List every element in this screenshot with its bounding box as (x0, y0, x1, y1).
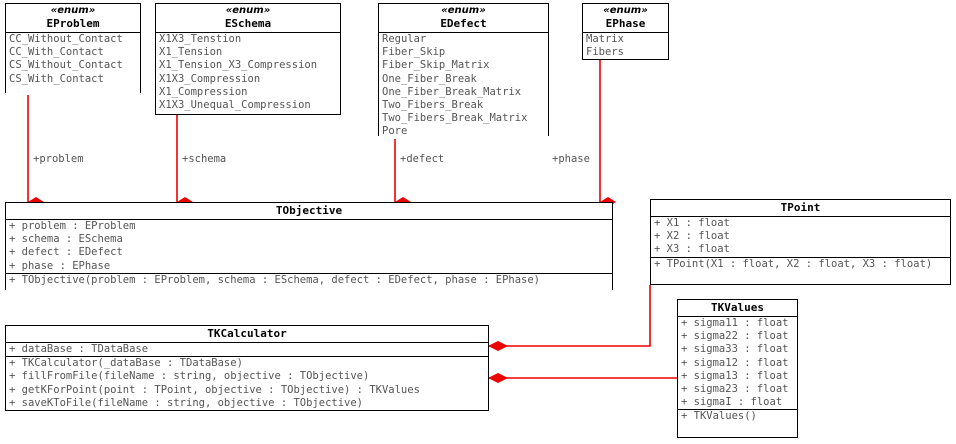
attributes-tkvalues: + sigma11 : float + sigma22 : float + si… (678, 317, 797, 410)
enum-value: Two_Fibers_Break_Matrix (382, 112, 528, 125)
enum-value: One_Fiber_Break (382, 72, 477, 85)
attributes-tpoint: + X1 : float + X2 : float + X3 : float (651, 217, 950, 257)
class-name: EPhase (605, 17, 646, 30)
operation-row: + TObjective(problem : EProblem, schema … (9, 273, 541, 286)
attributes-tkcalculator: + dataBase : TDataBase (6, 343, 488, 357)
class-header-edefect: «enum» EDefect (379, 4, 548, 33)
enum-value: Pore (382, 125, 408, 138)
association-label-phase: +phase (552, 153, 590, 165)
attribute-row: + dataBase : TDataBase (9, 343, 149, 355)
enum-value: CC_Without_Contact (9, 33, 123, 45)
enum-values-eproblem: CC_Without_Contact CC_With_Contact CS_Wi… (6, 33, 140, 95)
class-name: ESchema (224, 17, 272, 30)
class-box-eproblem[interactable]: «enum» EProblem CC_Without_Contact CC_Wi… (5, 3, 141, 95)
class-box-edefect[interactable]: «enum» EDefect Regular Fiber_Skip Fiber_… (378, 3, 549, 139)
class-header-tobjective: TObjective (6, 203, 612, 220)
class-name: EProblem (46, 17, 100, 30)
class-header-tkvalues: TKValues (678, 300, 797, 317)
attribute-row: + sigma11 : float (681, 317, 789, 329)
enum-value: CC_With_Contact (9, 46, 104, 59)
class-header-tpoint: TPoint (651, 200, 950, 217)
operation-row: + fillFromFile(fileName : string, object… (9, 370, 370, 383)
spacer (6, 287, 612, 296)
enum-value: X1_Compression (159, 85, 248, 98)
class-name: EDefect (440, 17, 487, 30)
stereotype-label: «enum» (441, 5, 486, 16)
stereotype-label: «enum» (50, 5, 96, 16)
class-name: TObjective (275, 204, 343, 217)
enum-value: X1X3_Compression (159, 72, 261, 85)
enum-value: X1_Tension_X3_Compression (159, 59, 318, 72)
operations-tpoint: + TPoint(X1 : float, X2 : float, X3 : fl… (651, 256, 950, 280)
enum-value: Two_Fibers_Break (382, 98, 484, 111)
enum-value: Matrix (586, 33, 624, 45)
operations-tkcalculator: + TKCalculator(_dataBase : TDataBase) + … (6, 356, 488, 410)
class-header-eschema: «enum» ESchema (156, 4, 340, 33)
enum-value: Fiber_Skip (382, 46, 446, 59)
spacer (678, 424, 797, 433)
operations-tobjective: + TObjective(problem : EProblem, schema … (6, 272, 612, 296)
enum-values-eschema: X1X3_Tenstion X1_Tension X1_Tension_X3_C… (156, 33, 340, 113)
operation-row: + saveKToFile(fileName : string, objecti… (9, 396, 364, 409)
operation-row: + TKValues() (681, 410, 757, 423)
enum-value: X1_Tension (159, 46, 223, 59)
spacer (651, 271, 950, 280)
class-box-ephase[interactable]: «enum» EPhase Matrix Fibers (582, 3, 669, 60)
association-label-defect: +defect (400, 153, 445, 165)
enum-value: One_Fiber_Break_Matrix (382, 85, 522, 98)
attribute-row: + problem : EProblem (9, 220, 136, 232)
class-box-tpoint[interactable]: TPoint + X1 : float + X2 : float + X3 : … (650, 199, 951, 285)
attribute-row: + sigma33 : float (681, 343, 789, 356)
enum-value: Regular (382, 33, 427, 45)
attribute-row: + phase : EPhase (9, 259, 111, 272)
stereotype-label: «enum» (603, 5, 648, 16)
association-point (488, 285, 651, 351)
association-label-problem: +problem (33, 153, 84, 165)
attribute-row: + sigma22 : float (681, 330, 789, 343)
attribute-row: + sigma23 : float (681, 382, 789, 395)
enum-value: X1X3_Unequal_Compression (159, 98, 311, 111)
attribute-row: + schema : ESchema (9, 233, 123, 246)
attribute-row: + X2 : float (654, 230, 730, 243)
class-header-tkcalculator: TKCalculator (6, 326, 488, 343)
enum-value: Fiber_Skip_Matrix (382, 59, 490, 72)
class-name: TPoint (780, 201, 821, 214)
enum-values-edefect: Regular Fiber_Skip Fiber_Skip_Matrix One… (379, 33, 548, 139)
attributes-tobjective: + problem : EProblem + schema : ESchema … (6, 220, 612, 273)
class-header-eproblem: «enum» EProblem (6, 4, 140, 33)
attribute-row: + X1 : float (654, 217, 730, 229)
attribute-row: + sigma13 : float (681, 369, 789, 382)
operation-row: + getKForPoint(point : TPoint, objective… (9, 383, 420, 396)
attribute-row: + defect : EDefect (9, 246, 123, 259)
class-header-ephase: «enum» EPhase (583, 4, 668, 33)
operation-row: + TPoint(X1 : float, X2 : float, X3 : fl… (654, 257, 933, 270)
class-name: TKValues (711, 301, 764, 314)
enum-values-ephase: Matrix Fibers (583, 33, 668, 60)
operations-tkvalues: + TKValues() (678, 409, 797, 433)
class-box-eschema[interactable]: «enum» ESchema X1X3_Tenstion X1_Tension … (155, 3, 341, 115)
enum-value: CS_With_Contact (9, 72, 104, 85)
class-name: TKCalculator (207, 327, 287, 340)
operation-row: + TKCalculator(_dataBase : TDataBase) (9, 357, 243, 370)
enum-value: Fibers (586, 46, 624, 59)
attribute-row: + X3 : float (654, 243, 730, 256)
enum-value: CS_Without_Contact (9, 59, 123, 72)
attribute-row: + sigma12 : float (681, 356, 789, 369)
class-box-tkvalues[interactable]: TKValues + sigma11 : float + sigma22 : f… (677, 299, 798, 438)
spacer (6, 86, 140, 95)
association-label-schema: +schema (182, 153, 227, 165)
attribute-row: + sigmaI : float (681, 396, 783, 409)
class-box-tobjective[interactable]: TObjective + problem : EProblem + schema… (5, 202, 613, 296)
stereotype-label: «enum» (225, 5, 271, 16)
class-box-tkcalculator[interactable]: TKCalculator + dataBase : TDataBase + TK… (5, 325, 489, 411)
enum-value: X1X3_Tenstion (159, 33, 242, 45)
